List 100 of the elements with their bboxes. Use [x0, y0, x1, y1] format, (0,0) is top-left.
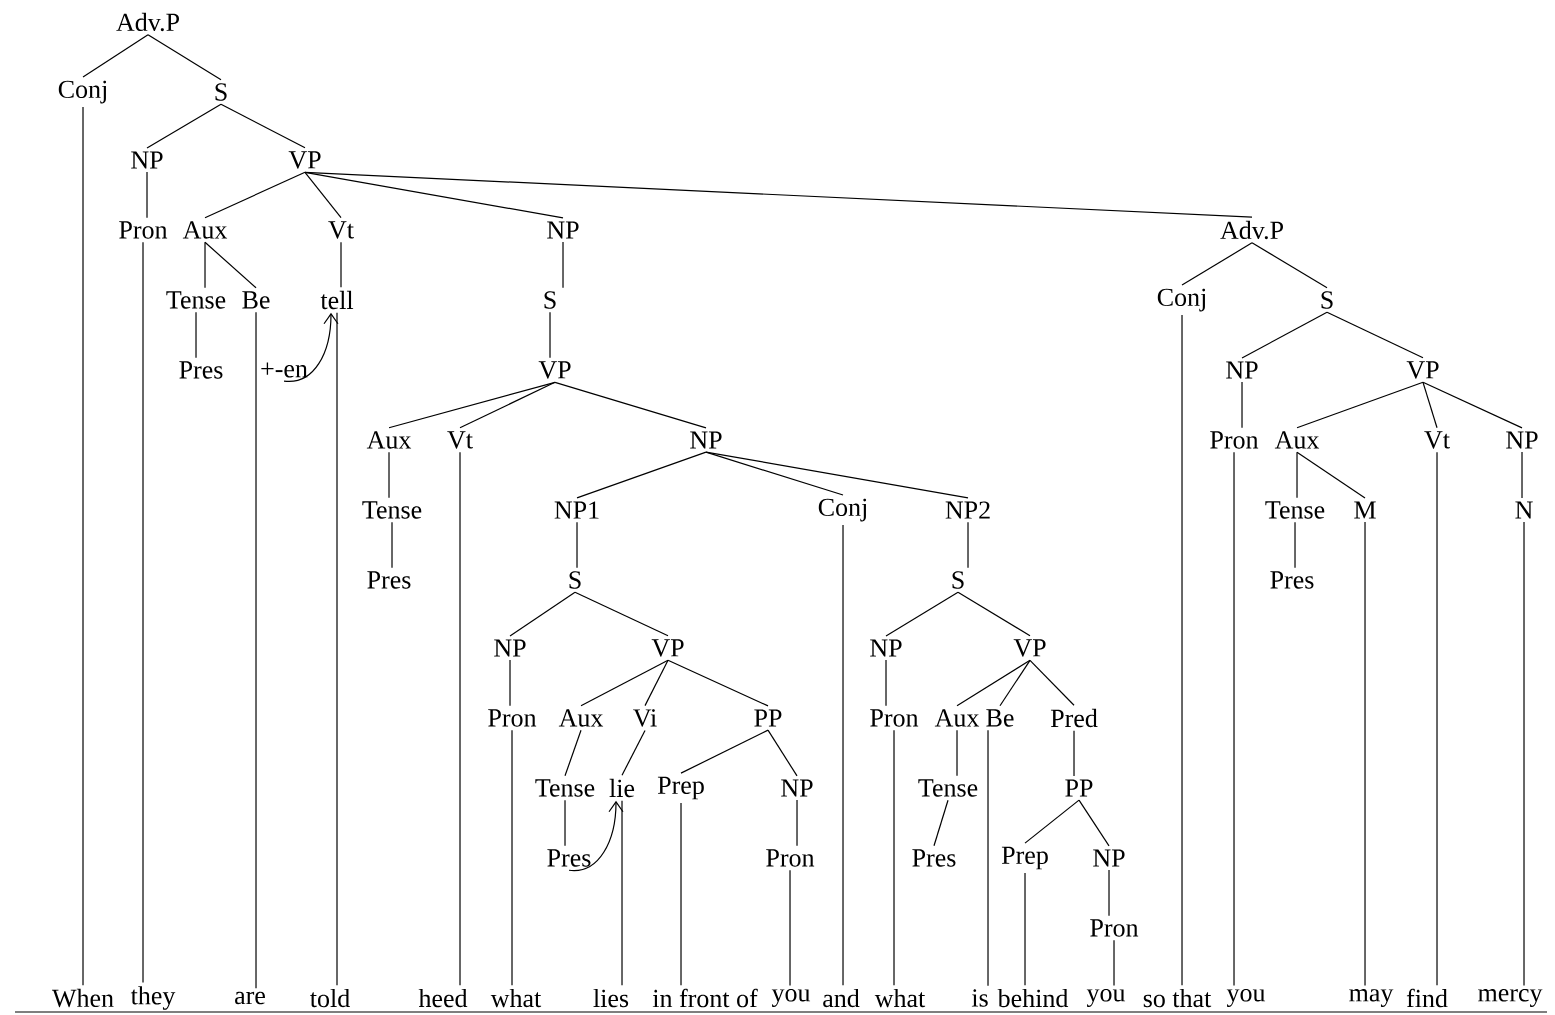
branch-line [967, 521, 969, 569]
branch-line [1181, 242, 1253, 286]
category-label: Prep [1001, 846, 1048, 870]
category-label: N [1515, 501, 1533, 519]
category-label: Pred [1050, 708, 1098, 728]
branch-line [459, 451, 461, 986]
branch-line [1078, 799, 1110, 847]
branch-line [147, 34, 222, 81]
category-label: S [215, 83, 227, 101]
branch-line [705, 451, 844, 496]
branch-line [885, 591, 959, 637]
category-label: Pron [1090, 919, 1139, 937]
category-label: Aux [558, 709, 604, 727]
branch-line [391, 521, 393, 569]
branch-line [146, 171, 148, 219]
category-label: Vi [633, 709, 657, 727]
branch-line [554, 381, 707, 429]
category-label: Pres [1270, 571, 1314, 589]
branch-line [705, 451, 969, 499]
curved-arrow [283, 312, 339, 382]
branch-line [195, 311, 197, 359]
branch-line [1296, 381, 1424, 429]
category-label: Adv.P [116, 12, 179, 32]
branch-line [509, 591, 576, 637]
branch-line [142, 241, 144, 984]
category-label: Pres [179, 361, 223, 379]
branch-line [204, 171, 306, 219]
branch-line [680, 802, 682, 986]
branch-line [574, 591, 669, 637]
branch-line [82, 106, 84, 986]
word: heed [418, 988, 468, 1008]
branch-line [789, 869, 791, 987]
category-label: Vt [447, 431, 473, 449]
branch-line [1436, 451, 1438, 986]
word: may [1349, 989, 1394, 1007]
branch-line [82, 34, 149, 78]
category-label: Prep [657, 776, 704, 800]
branch-line [1181, 314, 1183, 986]
word: so that [1143, 988, 1212, 1008]
branch-line [511, 729, 513, 986]
category-label: Tense [1265, 501, 1325, 519]
category-label: Tense [918, 779, 978, 797]
branch-line [576, 521, 578, 569]
category-label: Tense [535, 779, 595, 797]
branch-line [1029, 659, 1075, 706]
category-label: Aux [182, 221, 228, 239]
branch-line [1326, 311, 1424, 359]
branch-line [459, 381, 556, 429]
word: what [490, 988, 542, 1008]
word: you [1086, 989, 1126, 1007]
category-label: Pron [488, 709, 537, 727]
category-label: +-en [261, 362, 308, 378]
category-label: Tense [166, 291, 226, 309]
category-label: Pres [547, 849, 591, 867]
category-label: S [952, 571, 964, 589]
category-label: NP [870, 639, 902, 657]
branch-line [255, 311, 257, 989]
category-label: tell [320, 290, 354, 310]
branch-line [340, 241, 342, 288]
branch-line [549, 311, 551, 359]
category-label: NP [781, 779, 813, 797]
word: mercy [1478, 989, 1543, 1007]
category-label: Pres [912, 849, 956, 867]
branch-line [767, 729, 798, 777]
branch-line [388, 451, 390, 499]
branch-line [564, 729, 582, 777]
category-label: Conj [818, 498, 867, 522]
branch-line [1364, 521, 1366, 987]
word: you [1226, 989, 1266, 1007]
category-label: VP [288, 151, 321, 169]
category-label: Pron [766, 849, 815, 867]
branch-line [1073, 730, 1075, 777]
branch-line [562, 241, 564, 289]
branch-line [204, 241, 257, 289]
category-label: NP [1093, 849, 1125, 867]
category-label: VP [538, 361, 571, 379]
word: you [771, 989, 811, 1007]
branch-line [304, 171, 342, 219]
branch-line [893, 729, 895, 986]
category-label: PP [754, 709, 782, 727]
branch-line [885, 659, 887, 707]
branch-line [336, 312, 338, 986]
branch-line [146, 103, 222, 149]
branch-line [1251, 242, 1328, 289]
branch-line [667, 659, 769, 707]
branch-line [1241, 311, 1328, 359]
category-label: Tense [362, 501, 422, 519]
category-label: Aux [1274, 431, 1320, 449]
branch-line [956, 659, 1031, 707]
category-label: NP1 [554, 501, 599, 519]
branch-line [304, 171, 1253, 218]
category-label: S [1321, 291, 1333, 309]
category-label: Vt [1424, 431, 1450, 449]
branch-line [1241, 381, 1243, 429]
branch-line [1108, 869, 1110, 917]
branch-line [1296, 451, 1298, 499]
branch-line [1521, 451, 1523, 499]
branch-line [644, 659, 669, 707]
branch-line [621, 800, 623, 986]
curved-arrow [568, 800, 624, 872]
